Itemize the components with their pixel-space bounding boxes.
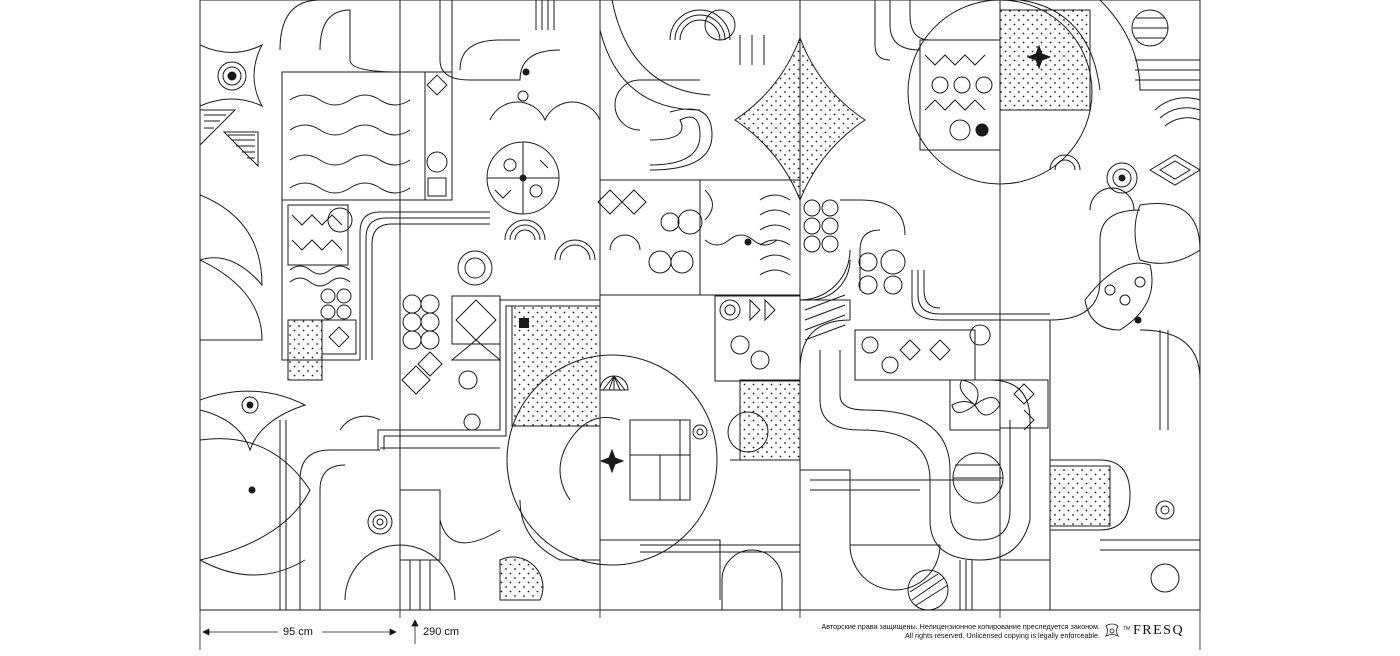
width-dimension-label: 95 cm	[283, 626, 313, 638]
height-arrow-icon	[411, 619, 419, 644]
height-dimension-label: 290 cm	[423, 626, 460, 638]
flower-tiles	[854, 324, 1049, 431]
top-right-circle	[874, 0, 1101, 185]
dotted-star	[734, 36, 866, 202]
middle-right-tiles	[714, 249, 906, 461]
right-column-pattern	[1049, 0, 1200, 593]
width-arrow-icon	[202, 628, 397, 636]
circle-medallion	[486, 68, 596, 261]
copyright-line-ru: Авторские права защищены. Нелицензионное…	[821, 622, 1100, 631]
middle-tiles	[597, 79, 839, 296]
copyright-notice: Авторские права защищены. Нелицензионное…	[821, 622, 1100, 640]
dimension-strip	[199, 610, 1201, 650]
eagle-emblem-icon	[1104, 623, 1120, 637]
left-pattern	[200, 43, 311, 576]
trademark-mark: TM	[1123, 626, 1131, 632]
copyright-line-en: All rights reserved. Unlicensed copying …	[905, 631, 1100, 640]
top-arches	[279, 0, 765, 122]
geometric-tiles-center-left	[401, 250, 502, 431]
bottom-row-pattern	[279, 415, 1051, 610]
large-circle-motif	[506, 305, 718, 566]
brand-logo: FRESQ	[1133, 623, 1185, 638]
wave-tiles	[281, 71, 453, 381]
